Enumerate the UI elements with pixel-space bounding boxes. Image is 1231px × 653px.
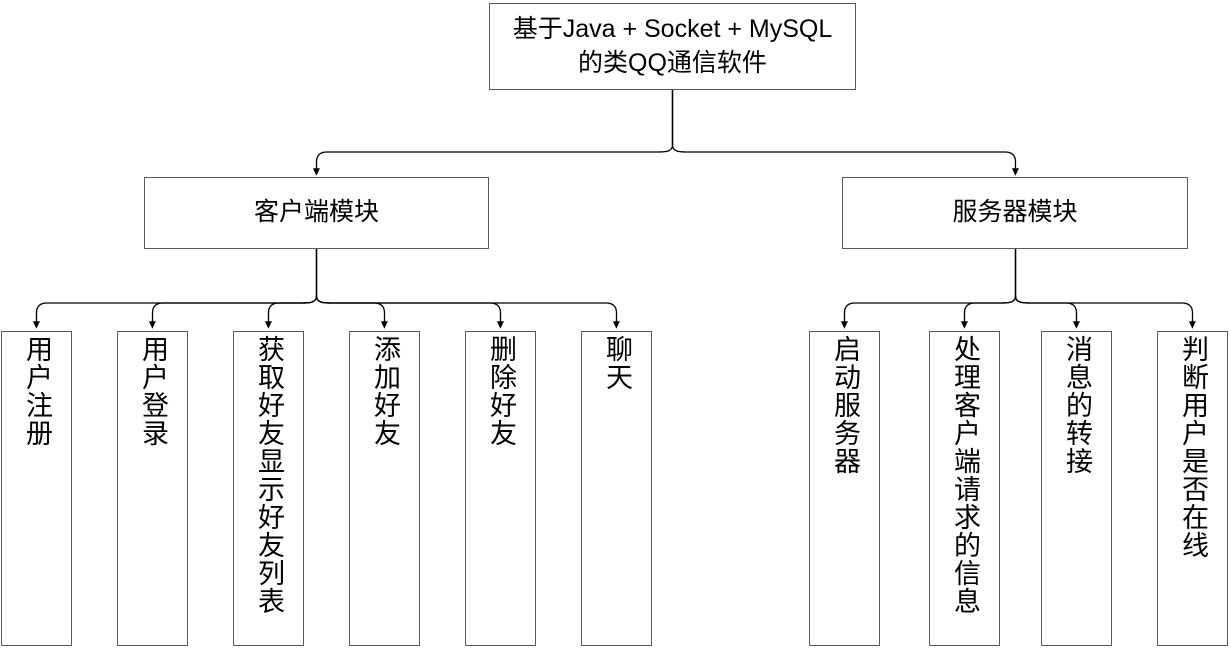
- node-server-online-check-label: 判断用户是否在线: [1178, 335, 1208, 559]
- edge-server-to-start: [840, 295, 1017, 329]
- edge-root-to-client: [312, 144, 674, 176]
- node-client-module[interactable]: 客户端模块: [144, 177, 489, 249]
- node-client-delete-friend-label: 删除好友: [486, 335, 516, 447]
- node-client-login-label: 用户登录: [138, 335, 168, 447]
- edge-server-to-handle-request: [960, 295, 1017, 329]
- edge-client-to-add-friend: [315, 295, 388, 329]
- node-server-handle-request-label: 处理客户端请求的信息: [950, 335, 980, 615]
- edge-server-to-message-relay: [1014, 295, 1080, 329]
- edge-server-to-online-check: [1014, 295, 1196, 329]
- node-server-module-label: 服务器模块: [952, 198, 1078, 227]
- node-client-friend-list-label: 获取好友显示好友列表: [254, 335, 284, 615]
- node-server-module[interactable]: 服务器模块: [842, 177, 1188, 249]
- node-client-module-label: 客户端模块: [253, 198, 379, 227]
- node-server-handle-request[interactable]: 处理客户端请求的信息: [929, 331, 1000, 646]
- node-client-register-label: 用户注册: [22, 335, 52, 447]
- node-client-login[interactable]: 用户登录: [117, 331, 188, 646]
- node-server-message-relay[interactable]: 消息的转接: [1041, 331, 1112, 646]
- node-server-start[interactable]: 启动服务器: [809, 331, 880, 646]
- node-client-friend-list[interactable]: 获取好友显示好友列表: [233, 331, 304, 646]
- node-client-register[interactable]: 用户注册: [1, 331, 72, 646]
- node-server-message-relay-label: 消息的转接: [1062, 335, 1092, 475]
- edge-client-to-register: [32, 295, 318, 329]
- edge-client-to-friend-list: [264, 295, 318, 329]
- node-client-add-friend-label: 添加好友: [370, 335, 400, 447]
- node-client-delete-friend[interactable]: 删除好友: [465, 331, 536, 646]
- node-client-chat-label: 聊天: [602, 335, 632, 391]
- node-root-label: 基于Java + Socket + MySQL 的类QQ通信软件: [512, 14, 833, 77]
- node-client-add-friend[interactable]: 添加好友: [349, 331, 420, 646]
- node-root[interactable]: 基于Java + Socket + MySQL 的类QQ通信软件: [489, 3, 856, 90]
- node-server-start-label: 启动服务器: [830, 335, 860, 475]
- node-client-chat[interactable]: 聊天: [581, 331, 652, 646]
- node-server-online-check[interactable]: 判断用户是否在线: [1157, 331, 1228, 646]
- edge-client-to-login: [148, 295, 318, 329]
- edge-client-to-delete-friend: [315, 295, 504, 329]
- edge-root-to-server: [671, 144, 1019, 176]
- edge-client-to-chat: [315, 295, 620, 329]
